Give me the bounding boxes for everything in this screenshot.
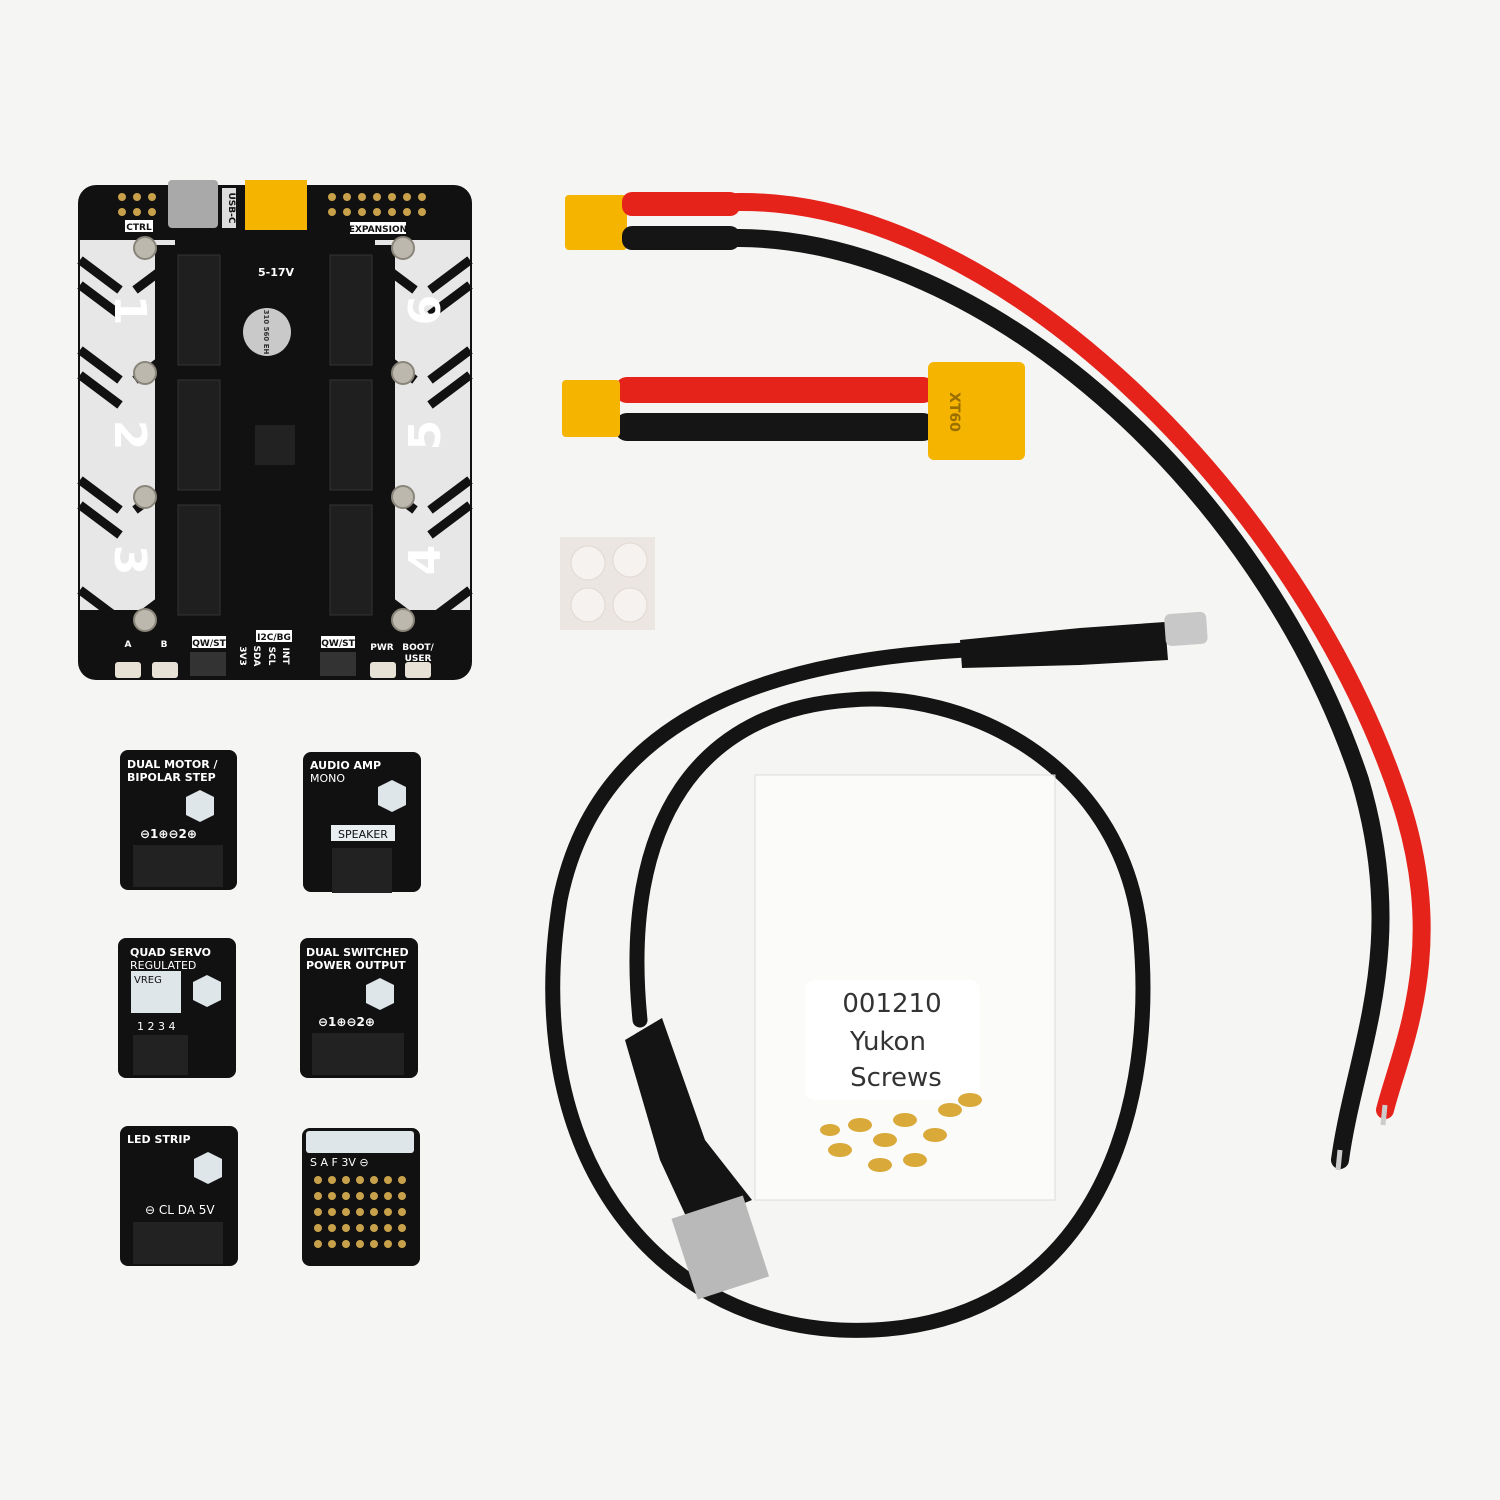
module-title: DUAL SWITCHED [306,946,409,959]
black-wire-tip [1335,1149,1343,1171]
module-title: LED STRIP [127,1133,191,1146]
xt30-connector [562,380,620,437]
expansion-label: EXPANSION [349,225,407,235]
badger-logo-icon [366,978,394,1010]
usb-c-port[interactable] [168,180,218,228]
xt30-connector [565,195,627,250]
module-quad-servo: QUAD SERVO REGULATED VREG 1 2 3 4 [118,938,236,1078]
black-heatshrink [622,226,740,250]
usb-cable [545,611,1208,1338]
usb-c-plug-housing [960,622,1168,668]
xt60-connector [928,362,1025,460]
usb-c-label: USB-C [226,193,236,224]
module-grid: DUAL MOTOR / BIPOLAR STEP ⊖1⊕⊖2⊕ AUDIO A… [118,750,421,1266]
module-pins: ⊖1⊕⊖2⊕ [140,827,197,841]
button-a-label: A [125,640,132,650]
module-proto: S A F 3V ⊖ [302,1128,420,1266]
module-pins: ⊖1⊕⊖2⊕ [318,1015,375,1029]
i2c-label: I2C/BG [257,633,291,643]
black-wire [616,228,1390,1169]
usb-cable-wire [545,642,1151,1338]
module-audio-amp: AUDIO AMP MONO SPEAKER [303,752,421,893]
pin-sda: SDA [251,646,261,667]
power-button[interactable] [370,662,396,678]
usb-a-plug-housing [625,1018,752,1225]
microcontroller [255,425,295,465]
module-subtitle: POWER OUTPUT [306,959,406,972]
ctrl-label: CTRL [126,223,152,233]
qwst-left-label: QW/ST [192,639,226,649]
capacitor [243,308,291,356]
xt30-pigtail-cable [565,192,1431,1171]
bag-label [805,980,980,1100]
capacitor-marking: 310 560 EH [262,310,270,355]
boot-user-button[interactable] [405,662,431,678]
module-dual-motor: DUAL MOTOR / BIPOLAR STEP ⊖1⊕⊖2⊕ [120,750,237,890]
module-title: QUAD SERVO [130,946,211,959]
label-line-2: Yukon [849,1027,926,1057]
screw-bag: 001210 Yukon Screws [754,774,1056,1201]
badger-logo-icon [194,1152,222,1184]
rubber-feet-sheet [560,537,655,630]
vreg-label: VREG [134,975,162,986]
pin-int: INT [280,647,290,665]
red-heatshrink [622,192,740,216]
pwr-label: PWR [370,643,394,653]
module-subtitle: REGULATED [130,959,196,972]
module-subtitle: BIPOLAR STEP [127,771,216,784]
module-pins: SPEAKER [338,828,388,841]
red-wire [616,192,1431,1119]
user-label: USER [405,654,432,664]
module-subtitle: MONO [310,772,345,785]
badger-logo-icon [193,975,221,1007]
label-line-1: 001210 [842,989,941,1019]
slot-1-label: 1 [104,295,155,326]
module-title: AUDIO AMP [310,759,381,772]
adapter-red-wire [615,377,935,403]
voltage-label: 5-17V [258,266,295,279]
xt60-label: XT60 [946,392,962,432]
usb-a-plug-metal [671,1195,770,1300]
button-b[interactable] [152,662,178,678]
gold-screws [820,1093,982,1172]
qwst-right-label: QW/ST [321,639,355,649]
red-wire-tip [1380,1104,1388,1126]
label-line-3: Screws [850,1063,942,1093]
module-pins: S A F 3V ⊖ [310,1156,369,1169]
module-title: DUAL MOTOR / [127,758,219,771]
slot-6-label: 6 [400,295,451,326]
qwst-port-right[interactable] [320,652,356,676]
slot-3-label: 3 [104,545,155,576]
yukon-main-board: 1 2 3 4 5 6 310 560 EH CTRL EXPANS [77,180,473,680]
adapter-black-wire [615,413,935,441]
module-pins: 1 2 3 4 [137,1020,175,1033]
boot-label: BOOT/ [402,643,434,653]
slot-4-label: 4 [400,545,451,576]
slot-5-label: 5 [400,420,451,451]
module-led-strip: LED STRIP ⊖ CL DA 5V [120,1126,238,1266]
usb-c-plug-tip [1164,611,1208,646]
badger-logo-icon [378,780,406,812]
pin-3v3: 3V3 [237,646,247,666]
slot-2-label: 2 [104,420,155,451]
module-pins: ⊖ CL DA 5V [145,1203,215,1217]
xt30-xt60-adapter: XT60 [562,362,1025,460]
badger-logo-icon [186,790,214,822]
button-b-label: B [161,640,168,650]
xt30-power-input[interactable] [245,180,307,230]
pin-scl: SCL [266,647,276,666]
module-dual-switched-power: DUAL SWITCHED POWER OUTPUT ⊖1⊕⊖2⊕ [300,938,418,1078]
button-a[interactable] [115,662,141,678]
qwst-port-left[interactable] [190,652,226,676]
